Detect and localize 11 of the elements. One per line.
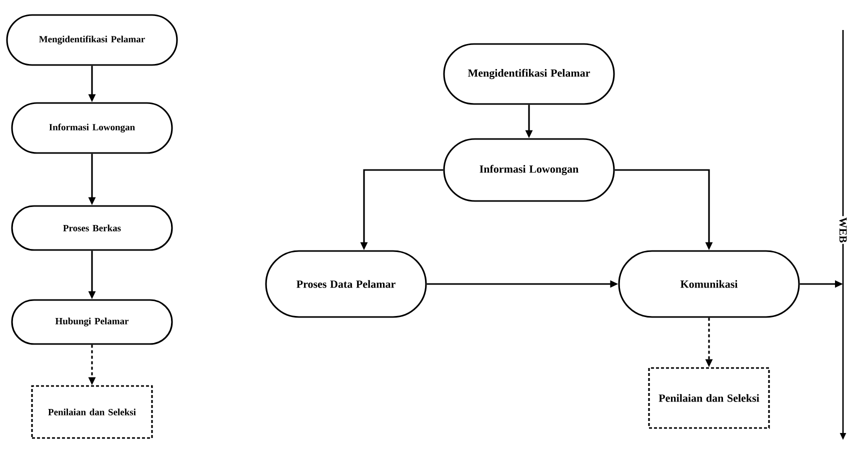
process-box: Proses Berkas [11,205,173,251]
web-label: WEB [838,216,848,244]
process-box: Mengidentifikasi Pelamar [443,43,615,105]
process-box: Hubungi Pelamar [11,299,173,345]
process-box: Informasi Lowongan [11,102,173,154]
process-box: Proses Data Pelamar [265,250,427,318]
dashed-box: Penilaian dan Seleksi [648,367,770,429]
process-box: Mengidentifikasi Pelamar [6,14,178,66]
process-box: Informasi Lowongan [443,138,615,202]
process-box: Komunikasi [618,250,800,318]
dashed-box: Penilaian dan Seleksi [31,385,153,439]
